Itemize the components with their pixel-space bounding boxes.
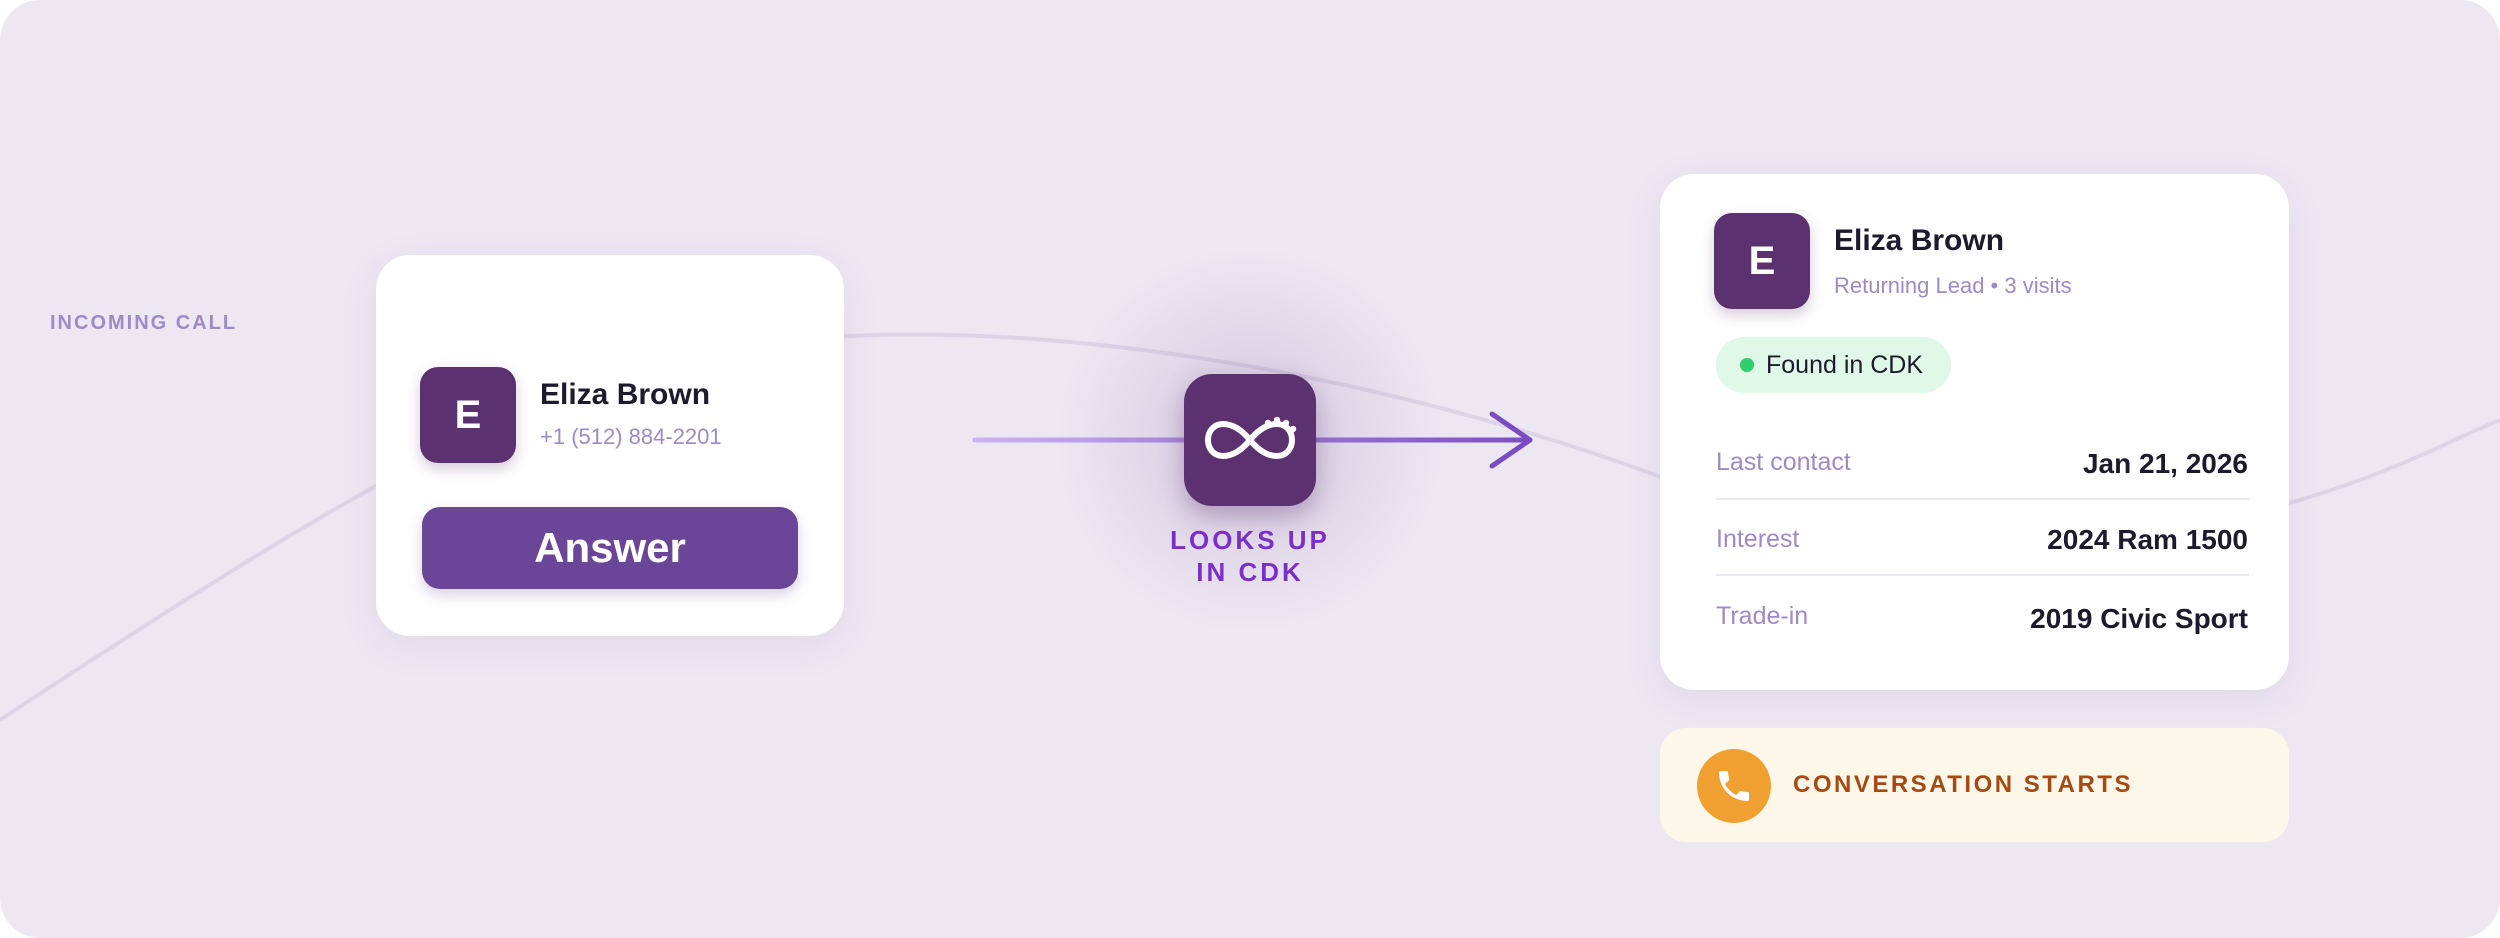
answer-button[interactable]: Answer — [422, 507, 798, 589]
last-contact-value: Jan 21, 2026 — [2082, 448, 2248, 479]
incoming-call-eyebrow: INCOMING CALL — [50, 312, 238, 334]
caller-name: Eliza Brown — [540, 378, 711, 411]
lookup-label-line1: LOOKS UP — [1170, 525, 1330, 555]
lead-subtitle: Returning Lead • 3 visits — [1834, 273, 2072, 298]
found-in-cdk-badge: Found in CDK — [1716, 337, 1952, 393]
infinity-logo-icon — [1184, 374, 1316, 506]
status-dot-icon — [1740, 358, 1754, 372]
row-divider — [1716, 498, 2249, 500]
interest-label: Interest — [1716, 525, 1800, 553]
row-divider — [1716, 574, 2249, 576]
lookup-label-line2: IN CDK — [1196, 557, 1304, 587]
trade-in-label: Trade-in — [1716, 602, 1809, 630]
conversation-starts-label: CONVERSATION STARTS — [1793, 771, 2133, 798]
found-badge-label: Found in CDK — [1766, 350, 1924, 379]
last-contact-label: Last contact — [1716, 448, 1851, 476]
lead-avatar: E — [1714, 213, 1810, 309]
interest-value: 2024 Ram 1500 — [2047, 524, 2248, 555]
caller-phone: +1 (512) 884-2201 — [540, 424, 722, 449]
phone-icon — [1697, 749, 1771, 823]
caller-avatar: E — [420, 367, 516, 463]
lead-name: Eliza Brown — [1834, 224, 2005, 257]
trade-in-value: 2019 Civic Sport — [2030, 603, 2248, 634]
lookup-label: LOOKS UP IN CDK — [1150, 524, 1350, 588]
